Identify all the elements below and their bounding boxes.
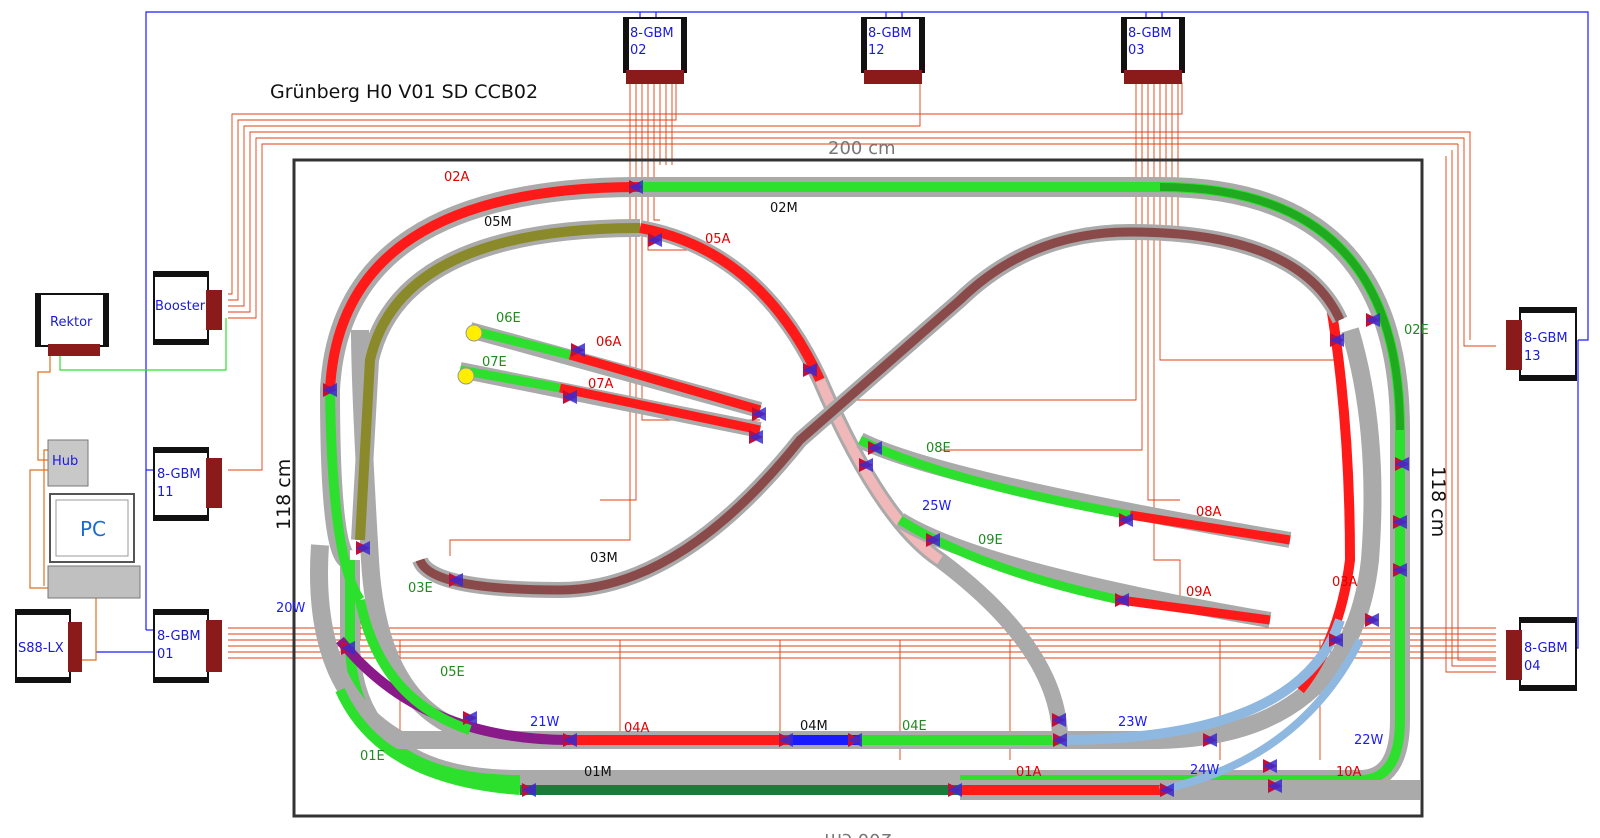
label-05A: 05A	[705, 232, 731, 247]
booster-module: Booster	[153, 271, 222, 345]
height-dimension-right: 118 cm	[1427, 466, 1449, 537]
gbm01-module: 8-GBM 01	[153, 609, 222, 683]
gbm02-line2: 02	[630, 43, 647, 58]
label-04E: 04E	[902, 719, 927, 734]
gbm11-line2: 11	[157, 485, 174, 500]
label-09E: 09E	[978, 533, 1003, 548]
gbm11-module: 8-GBM 11	[153, 447, 222, 521]
width-dimension: 200 cm	[828, 138, 896, 159]
feeder-wires	[228, 78, 1496, 760]
gbm12-module: 8-GBM 12	[861, 17, 925, 84]
label-20W: 20W	[276, 601, 306, 616]
pc-label: PC	[80, 517, 106, 541]
label-24W: 24W	[1190, 763, 1220, 778]
gbm02-line1: 8-GBM	[630, 26, 674, 41]
gbm04-line1: 8-GBM	[1524, 641, 1568, 656]
label-08A: 08A	[1196, 505, 1222, 520]
hub-device: Hub	[47, 439, 89, 487]
gbm01-line1: 8-GBM	[157, 629, 201, 644]
gbm12-line1: 8-GBM	[868, 26, 912, 41]
label-03M: 03M	[590, 551, 618, 566]
gbm11-line1: 8-GBM	[157, 467, 201, 482]
gbm01-line2: 01	[157, 647, 174, 662]
hub-label: Hub	[52, 454, 78, 469]
label-22W: 22W	[1354, 733, 1384, 748]
bumper-06	[465, 324, 483, 342]
label-07E: 07E	[482, 355, 507, 370]
label-06E: 06E	[496, 311, 521, 326]
bumper-07	[457, 367, 475, 385]
label-05E: 05E	[440, 665, 465, 680]
label-04A: 04A	[624, 721, 650, 736]
label-02A: 02A	[444, 170, 470, 185]
gbm12-line2: 12	[868, 43, 885, 58]
label-01E: 01E	[360, 749, 385, 764]
gbm13-line2: 13	[1524, 349, 1541, 364]
label-08E: 08E	[926, 441, 951, 456]
label-25W: 25W	[922, 499, 952, 514]
label-07A: 07A	[588, 377, 614, 392]
s88-module: S88-LX	[15, 609, 82, 683]
label-05M: 05M	[484, 215, 512, 230]
gbm04-module: 8-GBM 04	[1506, 617, 1577, 691]
gbm03-line2: 03	[1128, 43, 1145, 58]
layout-title: Grünberg H0 V01 SD CCB02	[270, 81, 538, 103]
height-dimension-left: 118 cm	[273, 459, 295, 530]
label-02M: 02M	[770, 201, 798, 216]
pc-device: PC	[47, 493, 141, 599]
label-06A: 06A	[596, 335, 622, 350]
label-23W: 23W	[1118, 715, 1148, 730]
gbm02-module: 8-GBM 02	[623, 17, 687, 84]
s88-label: S88-LX	[18, 641, 64, 656]
label-03A: 03A	[1332, 575, 1358, 590]
gbm03-line1: 8-GBM	[1128, 26, 1172, 41]
label-01M: 01M	[584, 765, 612, 780]
baseboard	[292, 158, 1424, 818]
label-01A: 01A	[1016, 765, 1042, 780]
tracks	[310, 177, 1420, 800]
section-labels: 02A 02M 05M 05A 06E 06A 07E 07A 02E 08E …	[276, 170, 1429, 780]
rektor-label: Rektor	[50, 315, 93, 330]
label-02E: 02E	[1404, 323, 1429, 338]
label-03E: 03E	[408, 581, 433, 596]
rektor-module: Rektor	[35, 293, 109, 356]
label-09A: 09A	[1186, 585, 1212, 600]
turnout-markers	[323, 180, 1409, 797]
width-dimension-bottom: 200 cm	[824, 829, 892, 838]
gbm03-module: 8-GBM 03	[1121, 17, 1185, 84]
gbm13-line1: 8-GBM	[1524, 331, 1568, 346]
label-04M: 04M	[800, 719, 828, 734]
gbm04-line2: 04	[1524, 659, 1541, 674]
label-21W: 21W	[530, 715, 560, 730]
gbm13-module: 8-GBM 13	[1506, 307, 1577, 381]
booster-label: Booster	[155, 299, 206, 314]
label-10A: 10A	[1336, 765, 1362, 780]
